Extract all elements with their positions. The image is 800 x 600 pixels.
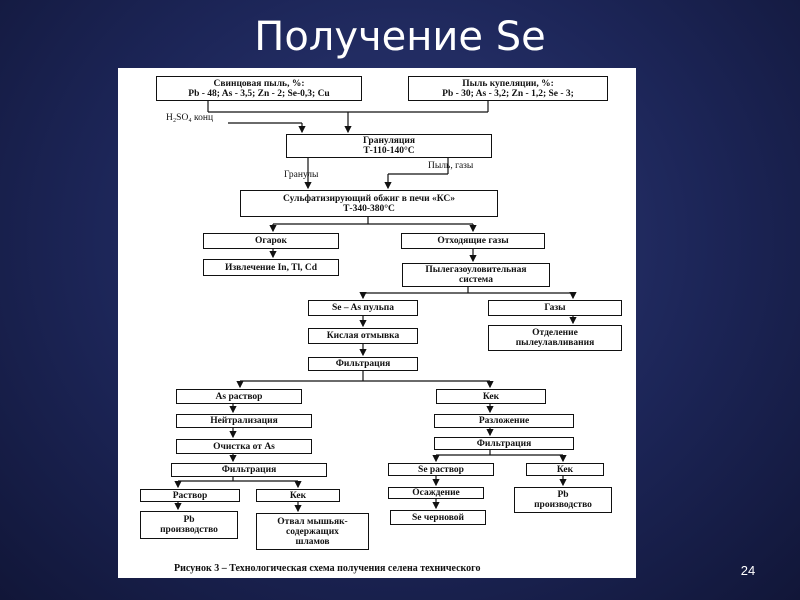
crude-se-box: Se черновой [390, 510, 486, 525]
cupel-dust-box: Пыль купеляции, %: Pb - 30; As - 3,2; Zn… [408, 76, 608, 101]
roasting-box: Сульфатизирующий обжиг в печи «КС» Т-340… [240, 190, 498, 217]
granulation-box: Грануляция Т-110-140°С [286, 134, 492, 158]
cinder-box: Огарок [203, 233, 339, 249]
flowchart-connectors [174, 101, 577, 513]
filtration-right-box: Фильтрация [434, 437, 574, 450]
pb-production-left-box: Pb производство [140, 511, 238, 539]
dust-gas-system-box: Пылегазоуловительная система [402, 263, 550, 287]
as-solution-box: As раствор [176, 389, 302, 404]
pb-production-right-box: Pb производство [514, 487, 612, 513]
gases-box: Газы [488, 300, 622, 316]
off-gases-box: Отходящие газы [401, 233, 545, 249]
slide-number: 24 [740, 563, 756, 578]
lead-dust-box: Свинцовая пыль, %: Pb - 48; As - 3,5; Zn… [156, 76, 362, 101]
filtration-main-box: Фильтрация [308, 357, 418, 371]
dust-gases-label: Пыль, газы [428, 161, 474, 171]
as-purification-box: Очистка от As [176, 439, 312, 454]
cake-right2-box: Кек [526, 463, 604, 476]
cake-right-box: Кек [436, 389, 546, 404]
solution-left-box: Раствор [140, 489, 240, 502]
neutralization-box: Нейтрализация [176, 414, 312, 428]
dust-dept-box: Отделение пылеулавливания [488, 325, 622, 351]
extraction-box: Извлечение In, Tl, Cd [203, 259, 339, 276]
acid-label: H₂SO₄ конц [166, 113, 214, 123]
granules-label: Гранулы [284, 170, 319, 180]
decomposition-box: Разложение [434, 414, 574, 428]
filtration-left-box: Фильтрация [171, 463, 327, 477]
se-solution-box: Se раствор [388, 463, 494, 476]
se-as-pulp-box: Se – As пульпа [308, 300, 418, 316]
acid-wash-box: Кислая отмывка [308, 328, 418, 344]
figure-caption: Рисунок 3 – Технологическая схема получе… [174, 563, 481, 574]
flowchart-figure: Свинцовая пыль, %: Pb - 48; As - 3,5; Zn… [118, 68, 636, 578]
cake-left-box: Кек [256, 489, 340, 502]
dump-box: Отвал мышьяк- содержащих шламов [256, 513, 369, 550]
slide-title: Получение Se [254, 14, 546, 60]
precipitation-box: Осаждение [388, 487, 484, 499]
